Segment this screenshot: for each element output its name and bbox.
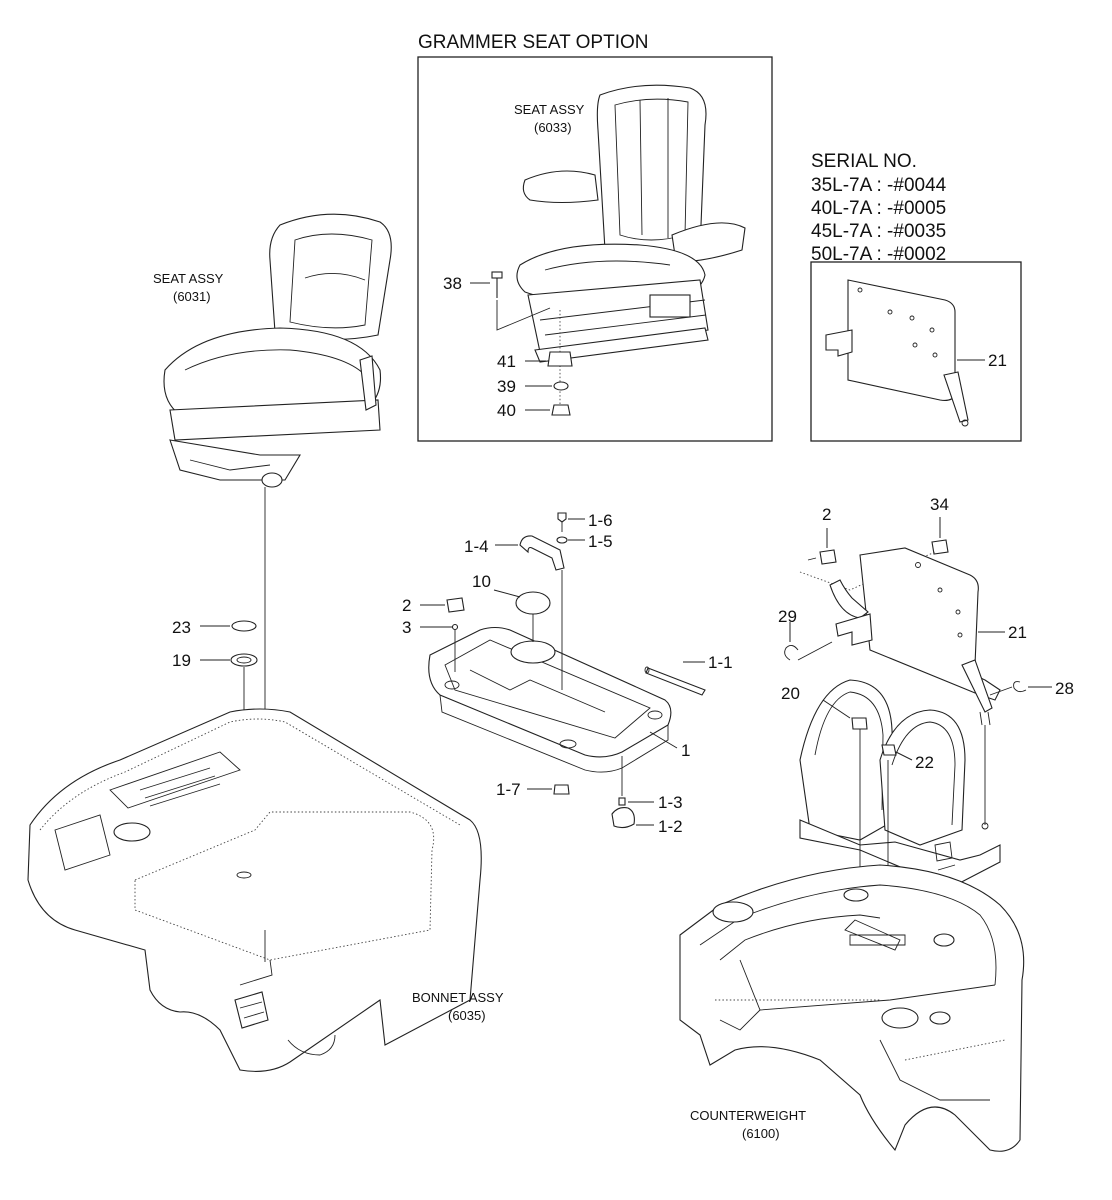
drum-support-drawing [799, 679, 1001, 889]
label-1-4[interactable]: 1-4 [464, 537, 489, 556]
label-41[interactable]: 41 [497, 352, 516, 371]
serial-line-4: 50L-7A : -#0002 [811, 244, 946, 265]
clip-29-icon [784, 645, 799, 661]
clip-28-icon [1013, 681, 1027, 693]
cap-10-icon [515, 591, 551, 615]
leader-10 [493, 589, 521, 598]
bolt-38-icon [491, 271, 551, 331]
label-40[interactable]: 40 [497, 401, 516, 420]
label-21-serial[interactable]: 21 [988, 351, 1007, 370]
label-22[interactable]: 22 [915, 753, 934, 772]
cap-23-icon [231, 620, 257, 632]
rod-1-1-icon [645, 667, 706, 696]
option-title: GRAMMER SEAT OPTION [418, 32, 649, 53]
label-2-bracket[interactable]: 2 [822, 505, 831, 524]
label-34[interactable]: 34 [930, 495, 949, 514]
bolt-22-icon [881, 744, 897, 756]
label-20[interactable]: 20 [781, 684, 800, 703]
bonnet-assy-name: BONNET ASSY [412, 990, 504, 1005]
label-10[interactable]: 10 [472, 572, 491, 591]
serial-line-3: 45L-7A : -#0035 [811, 221, 946, 242]
bolt-2-bracket-icon [819, 549, 837, 565]
bolt-20-icon [851, 717, 868, 730]
counterweight-drawing [679, 864, 1025, 1152]
label-2-cover[interactable]: 2 [402, 596, 411, 615]
nut-1-7-icon [553, 784, 570, 795]
std-seat-drawing [163, 213, 392, 488]
handle-1-4-icon [519, 535, 565, 571]
label-3[interactable]: 3 [402, 618, 411, 637]
leader-1 [649, 731, 678, 749]
washer-1-5-icon [556, 536, 568, 544]
std-seat-assy-code: (6031) [173, 289, 211, 304]
washer-1-3-icon [618, 797, 626, 806]
label-1-1[interactable]: 1-1 [708, 653, 733, 672]
grammer-option-frame [417, 56, 773, 442]
label-1-7[interactable]: 1-7 [496, 780, 521, 799]
bracket-21-serial-drawing [825, 279, 969, 427]
bolt-34-icon [931, 539, 949, 555]
label-28[interactable]: 28 [1055, 679, 1074, 698]
grammer-seat-assy-name: SEAT ASSY [514, 102, 585, 117]
counterweight-code: (6100) [742, 1126, 780, 1141]
label-38[interactable]: 38 [443, 274, 462, 293]
label-1-6[interactable]: 1-6 [588, 511, 613, 530]
serial-frame [810, 261, 1022, 442]
grammer-seat-assy-code: (6033) [534, 120, 572, 135]
label-21[interactable]: 21 [1008, 623, 1027, 642]
label-39[interactable]: 39 [497, 377, 516, 396]
label-1-5[interactable]: 1-5 [588, 532, 613, 551]
grommet-19-icon [230, 653, 258, 667]
pad-41-icon [547, 351, 573, 367]
grammer-seat-drawing [516, 84, 746, 363]
serial-heading: SERIAL NO. [811, 151, 917, 172]
label-1[interactable]: 1 [681, 741, 690, 760]
label-29[interactable]: 29 [778, 607, 797, 626]
label-19[interactable]: 19 [172, 651, 191, 670]
washer-39-icon [553, 381, 569, 391]
label-23[interactable]: 23 [172, 618, 191, 637]
plug-2-icon [446, 597, 465, 613]
label-1-3[interactable]: 1-3 [658, 793, 683, 812]
washer-3-icon [451, 623, 459, 631]
serial-line-2: 40L-7A : -#0005 [811, 198, 946, 219]
leader-20 [822, 699, 851, 719]
bracket-21-drawing [799, 547, 1001, 726]
bonnet-assy-code: (6035) [448, 1008, 486, 1023]
serial-line-1: 35L-7A : -#0044 [811, 175, 947, 196]
nut-40-icon [551, 404, 571, 416]
bonnet-drawing [27, 708, 482, 1072]
counterweight-name: COUNTERWEIGHT [690, 1108, 806, 1123]
grommet-1-2-icon [611, 807, 635, 829]
cover-plate-drawing [428, 626, 672, 773]
leader-22 [895, 751, 913, 761]
std-seat-assy-name: SEAT ASSY [153, 271, 224, 286]
screw-1-6-icon [557, 512, 567, 523]
label-1-2[interactable]: 1-2 [658, 817, 683, 836]
